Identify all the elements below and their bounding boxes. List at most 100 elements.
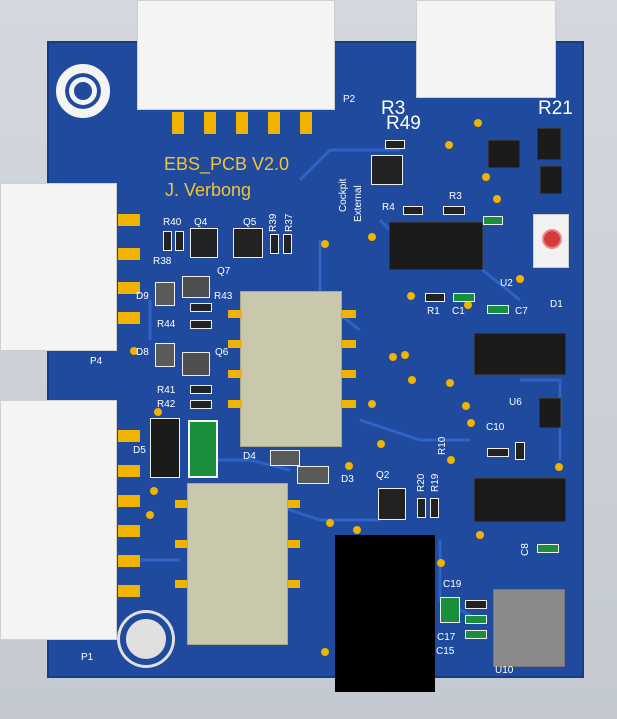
relay-pin [288,580,300,588]
mounting-hole-bottom [120,613,172,665]
transistor-q4 [190,228,218,258]
diode-d5 [150,418,180,478]
designator-r49: R49 [386,113,421,134]
designator-p2: P2 [343,94,356,105]
resistor [443,206,465,215]
ic-top-right [537,128,561,160]
relay-pin [342,400,356,408]
label-external: External [353,185,364,222]
designator-d8: D8 [136,347,149,358]
transistor-q2 [378,488,406,520]
designator-d3: D3 [341,474,354,485]
designator-r10: R10 [437,436,448,455]
mounting-hole-top-left-center [71,79,95,103]
ic-u2 [389,222,483,270]
designator-r3: R3 [449,191,462,202]
black-block [335,535,435,692]
designator-d9: D9 [136,291,149,302]
p4-pin [118,248,140,260]
relay-pin [342,340,356,348]
ic-u10 [493,589,565,667]
designator-c17: C17 [437,632,456,643]
p1-pin [118,525,140,537]
relay-pin [228,400,242,408]
p1-pin [118,495,140,507]
relay-pin [228,310,242,318]
designator-q5: Q5 [243,217,257,228]
resistor [190,385,212,394]
designator-u6: U6 [509,397,522,408]
designator-d5: D5 [133,445,146,456]
relay-pin [342,370,356,378]
designator-p1: P1 [81,652,94,663]
designator-q2: Q2 [376,470,390,481]
designator-r42: R42 [157,399,176,410]
designator-r19: R19 [430,473,441,492]
board-title: EBS_PCB V2.0 [164,154,290,174]
resistor [430,498,439,518]
designator-r37: R37 [284,213,295,232]
resistor [425,293,445,302]
designator-d1: D1 [550,299,563,310]
relay-lower [187,483,288,645]
resistor [483,216,503,225]
resistor [537,544,559,553]
designator-c1: C1 [452,306,465,317]
resistor [487,448,509,457]
p2-pin [172,112,184,134]
mounting-hole-top-left [56,64,110,118]
resistor [515,442,525,460]
resistor [163,231,172,251]
diode-d8 [155,343,175,367]
resistor [417,498,426,518]
designator-c10: C10 [486,422,505,433]
relay-pin [288,540,300,548]
capacitor-c19 [440,597,460,623]
transistor-q5 [233,228,263,258]
designator-q6: Q6 [215,347,229,358]
resistor [190,303,212,312]
connector-p1 [0,400,117,640]
transistor-top [371,155,403,185]
ic-top-right-2 [540,166,562,194]
relay-upper [240,291,342,447]
transistor-q6 [182,352,210,376]
p2-pin [300,112,312,134]
designator-q4: Q4 [194,217,208,228]
board-author: J. Verbong [165,180,252,200]
relay-pin [228,340,242,348]
designator-p4: P4 [90,356,103,367]
p1-pin [118,585,140,597]
designator-c7: C7 [515,306,528,317]
p1-pin [118,465,140,477]
ic-u6 [539,398,561,428]
p4-pin [118,214,140,226]
connector-p4 [0,183,117,351]
designator-r1: R1 [427,306,440,317]
designator-r3a: R3 [381,98,406,119]
designator-r44: R44 [157,319,176,330]
designator-r43: R43 [214,291,233,302]
diode-d3 [297,466,329,484]
connector-p2 [137,0,335,110]
designator-r4: R4 [382,202,395,213]
designator-r21: R21 [538,98,573,119]
p2-pin [268,112,280,134]
relay-pin [228,370,242,378]
relay-pin [288,500,300,508]
resistor [403,206,423,215]
resistor [487,305,509,314]
designator-r38: R38 [153,256,172,267]
designator-r40: R40 [163,217,182,228]
designator-c19: C19 [443,579,462,590]
designator-c15: C15 [436,646,455,657]
designator-r20: R20 [416,473,427,492]
resistor [385,140,405,149]
resistor [453,293,475,302]
designator-r39: R39 [268,213,279,232]
diode-d9 [155,282,175,306]
designator-c8: C8 [520,543,531,556]
p1-pin [118,555,140,567]
resistor [175,231,184,251]
diode-d4 [270,450,300,466]
